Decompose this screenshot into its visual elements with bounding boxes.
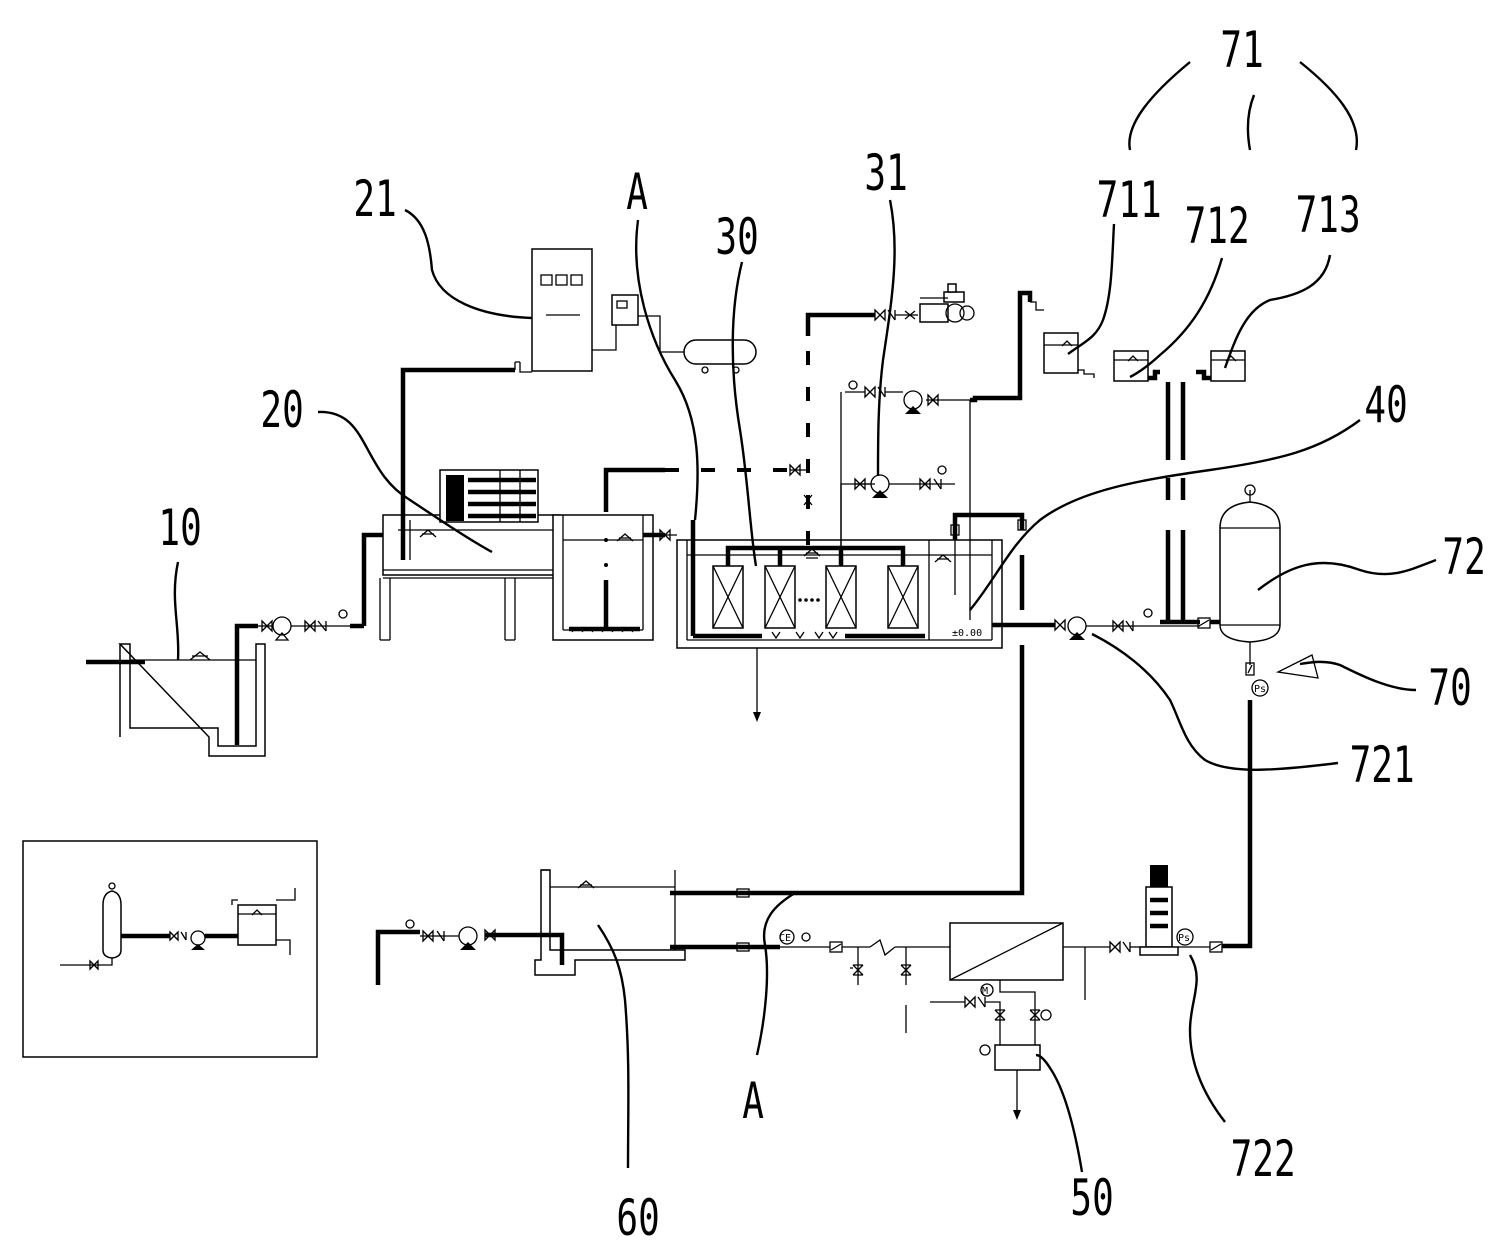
label-20: 20: [260, 382, 303, 439]
inset-detail: [22, 840, 318, 1058]
pressure-tank-72: Ps: [1219, 484, 1281, 949]
label-40: 40: [1364, 377, 1407, 434]
tank-10: [86, 623, 266, 757]
label-722: 722: [1231, 1131, 1296, 1188]
label-31: 31: [864, 145, 907, 202]
pressure-switch-722: Ps: [1178, 933, 1190, 944]
mbr-tank-30: ±0.00: [676, 400, 1027, 722]
level-mark: ±0.00: [952, 628, 982, 639]
reference-labels: 10 20 21 A 30 31 40 71 711 712 713 72 70…: [158, 22, 1485, 1247]
membrane-modules: [712, 545, 919, 629]
chemical-lines: [970, 290, 1246, 622]
label-50: 50: [1070, 1170, 1113, 1227]
settling-tank: [552, 467, 665, 641]
label-60: 60: [616, 1190, 659, 1247]
pressure-switch-72: Ps: [1254, 684, 1266, 695]
mbr-inlet-pipes: [643, 283, 975, 555]
tank-60: [375, 869, 780, 985]
feed-pump-train: [258, 532, 398, 641]
label-71: 71: [1220, 22, 1263, 79]
label-711: 711: [1097, 172, 1162, 229]
label-10: 10: [158, 500, 201, 557]
booster-pump-722: Ps: [1139, 865, 1223, 956]
label-30: 30: [715, 209, 758, 266]
clean-water-pipes: [670, 555, 1222, 896]
motor-valve: M: [982, 986, 988, 997]
ce-meter: CE: [779, 933, 791, 944]
label-712: 712: [1185, 198, 1250, 255]
label-21: 21: [353, 171, 396, 228]
ro-unit-50: CE M: [779, 922, 1145, 1120]
label-a-top: A: [626, 164, 648, 221]
label-72: 72: [1442, 529, 1485, 586]
label-721: 721: [1350, 737, 1415, 794]
label-a-bottom: A: [742, 1073, 764, 1130]
label-70: 70: [1428, 660, 1471, 717]
suction-pump-31: [840, 380, 970, 548]
control-cabinet-21: [531, 248, 757, 374]
heat-exchanger: [446, 470, 536, 522]
label-713: 713: [1296, 187, 1361, 244]
blower: [919, 283, 975, 323]
tank-20: [379, 469, 561, 641]
